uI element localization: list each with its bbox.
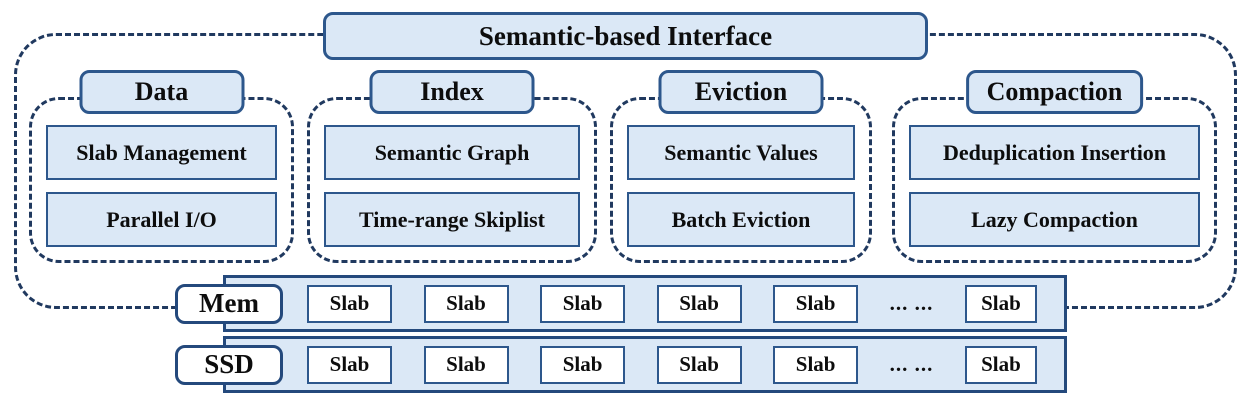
feature-box-slab-management: Slab Management xyxy=(46,125,277,180)
mem-row: Mem Slab Slab Slab Slab Slab ... ... Sla… xyxy=(175,275,1067,332)
tab-data: Data xyxy=(79,70,244,114)
tab-index: Index xyxy=(369,70,535,114)
column-compaction: Compaction Deduplication Insertion Lazy … xyxy=(892,70,1217,263)
slab-box: Slab xyxy=(423,284,509,323)
slab-box: Slab xyxy=(773,284,859,323)
feature-box-semantic-values: Semantic Values xyxy=(627,125,855,180)
feature-box-semantic-graph: Semantic Graph xyxy=(324,125,580,180)
feature-box-batch-eviction: Batch Eviction xyxy=(627,192,855,247)
slab-box: Slab xyxy=(964,345,1037,384)
ellipsis-label: ... ... xyxy=(889,291,934,315)
feature-box-time-range-skiplist: Time-range Skiplist xyxy=(324,192,580,247)
column-data: Data Slab Management Parallel I/O xyxy=(29,70,294,263)
column-index: Index Semantic Graph Time-range Skiplist xyxy=(307,70,597,263)
tab-eviction: Eviction xyxy=(658,70,824,114)
semantic-interface-label: Semantic-based Interface xyxy=(478,20,773,51)
feature-box-parallel-io: Parallel I/O xyxy=(46,192,277,247)
slab-box: Slab xyxy=(307,284,392,323)
tab-compaction: Compaction xyxy=(965,70,1144,114)
slab-box: Slab xyxy=(656,345,742,384)
slab-box: Slab xyxy=(540,345,626,384)
mem-label: Mem xyxy=(175,283,283,324)
slab-box: Slab xyxy=(307,345,392,384)
slab-box: Slab xyxy=(540,284,626,323)
slab-box: Slab xyxy=(423,345,509,384)
slab-box: Slab xyxy=(964,284,1037,323)
feature-box-deduplication-insertion: Deduplication Insertion xyxy=(909,125,1200,180)
ssd-label: SSD xyxy=(175,344,283,385)
column-eviction: Eviction Semantic Values Batch Eviction xyxy=(610,70,872,263)
semantic-interface-box: Semantic-based Interface xyxy=(323,12,928,60)
ssd-row: SSD Slab Slab Slab Slab Slab ... ... Sla… xyxy=(175,336,1067,393)
slab-box: Slab xyxy=(656,284,742,323)
feature-box-lazy-compaction: Lazy Compaction xyxy=(909,192,1200,247)
ellipsis-label: ... ... xyxy=(889,352,934,376)
slab-box: Slab xyxy=(773,345,859,384)
